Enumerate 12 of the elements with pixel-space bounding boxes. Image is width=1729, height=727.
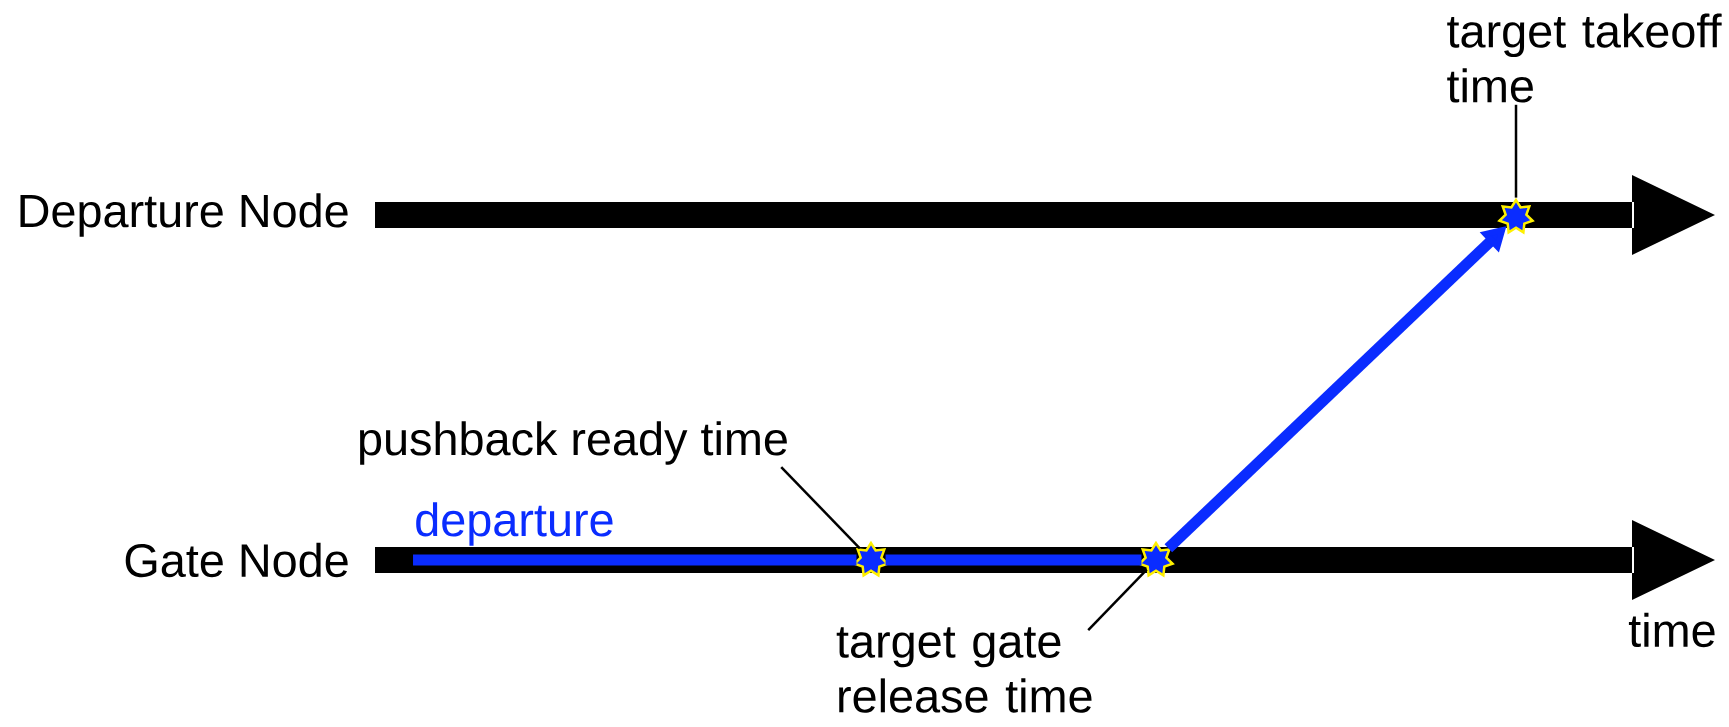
leader-line — [780, 466, 861, 550]
callout-text: pushback ready time — [360, 421, 787, 465]
route-line — [885, 554, 1142, 566]
callout-text: target gate release time — [836, 627, 1092, 713]
callout-text: target takeoff time — [1447, 13, 1722, 103]
leader-line — [1087, 568, 1148, 631]
axis-label: time — [1628, 612, 1715, 648]
row-label: Departure Node — [20, 193, 348, 237]
leader-line — [1514, 104, 1518, 198]
route-line — [413, 554, 857, 566]
row-label: Gate Node — [125, 542, 348, 578]
edge-label: departure — [416, 502, 613, 546]
